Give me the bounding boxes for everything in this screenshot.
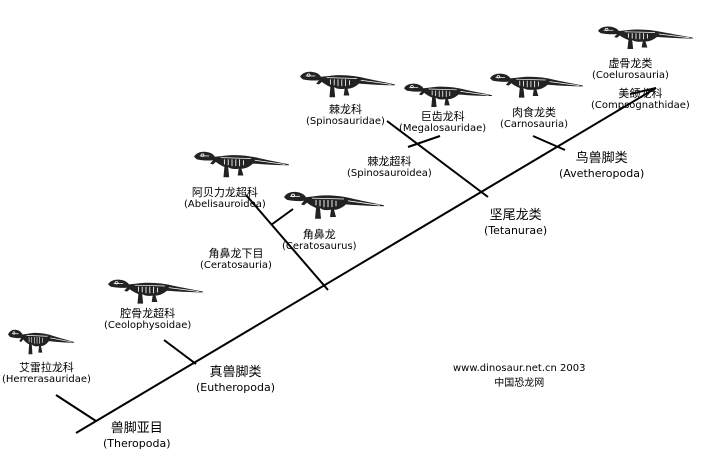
clade-label-theropoda: 兽脚亚目 (Theropoda) — [103, 421, 171, 450]
clade-label-carnosauria: 肉食龙类 (Carnosauria) — [500, 106, 568, 131]
clade-label-avetheropoda: 鸟兽脚类 (Avetheropoda) — [559, 151, 644, 180]
clade-name-latin: (Eutheropoda) — [196, 380, 276, 394]
clade-name-zh: 角鼻龙 — [302, 228, 336, 241]
clade-name-latin: (Megalosauridae) — [399, 123, 487, 135]
clade-name-latin: (Herrerasauridae) — [2, 374, 91, 386]
clade-name-latin: (Carnosauria) — [500, 119, 568, 131]
clade-label-ceratosaurus: 角鼻龙 (Ceratosaurus) — [282, 228, 357, 253]
compsognathus-skeleton-icon — [597, 26, 694, 50]
spinosauroidea-branch — [386, 120, 489, 198]
clade-name-zh: 阿贝力龙超科 — [191, 186, 258, 199]
coelurosauria-branch — [629, 87, 657, 95]
megalosauridae-branch — [407, 135, 441, 148]
ceratosaurus-branch — [270, 208, 294, 226]
megalosaurus-skeleton-icon — [403, 83, 493, 108]
clade-name-zh: 坚尾龙类 — [489, 208, 542, 223]
clade-label-spinosauroidea: 棘龙超科 (Spinosauroidea) — [347, 155, 432, 180]
clade-name-zh: 虚骨龙类 — [608, 57, 653, 70]
clade-name-zh: 肉食龙类 — [512, 106, 556, 119]
clade-label-abelisauroidea: 阿贝力龙超科 (Abelisauroidea) — [184, 186, 266, 211]
clade-name-latin: (Coelurosauria) — [592, 70, 669, 82]
ceratosauria-branch — [245, 194, 329, 291]
clade-name-latin: (Ceratosaurus) — [282, 241, 357, 253]
credit-org: 中国恐龙网 — [494, 378, 545, 389]
clade-name-zh: 角鼻龙下目 — [208, 247, 264, 260]
clade-name-latin: (Abelisauroidea) — [184, 199, 266, 211]
clade-label-coelurosauria: 虚骨龙类 (Coelurosauria) — [592, 57, 669, 82]
clade-label-eutheropoda: 真兽脚类 (Eutheropoda) — [196, 365, 275, 394]
clade-name-zh: 棘龙超科 — [367, 155, 412, 168]
coelophysis-skeleton-icon — [107, 279, 204, 305]
clade-name-zh: 美颌龙科 — [618, 87, 663, 100]
credit-site: www.dinosaur.net.cn 2003 — [453, 363, 586, 374]
clade-name-zh: 腔骨龙超科 — [120, 307, 176, 320]
abelisaur-skeleton-icon — [193, 151, 290, 178]
clade-name-latin: (Ceratosauria) — [200, 260, 272, 272]
clade-name-latin: (Theropoda) — [103, 436, 171, 450]
clade-label-tetanurae: 坚尾龙类 (Tetanurae) — [484, 208, 547, 237]
clade-label-ceratosauria: 角鼻龙下目 (Ceratosauria) — [200, 247, 272, 272]
clade-name-zh: 艾雷拉龙科 — [18, 361, 74, 374]
herrerasauridae-branch — [55, 394, 97, 422]
credit-block: www.dinosaur.net.cn 2003 中国恐龙网 — [453, 361, 585, 391]
clade-name-latin: (Ceolophysoidae) — [104, 320, 192, 332]
allosaurus-skeleton-icon — [489, 73, 584, 99]
clade-name-zh: 鸟兽脚类 — [575, 151, 628, 166]
carnosauria-branch — [532, 135, 566, 151]
clade-label-ceolophysoidae: 腔骨龙超科 (Ceolophysoidae) — [104, 307, 191, 332]
clade-label-herrerasauridae: 艾雷拉龙科 (Herrerasauridae) — [2, 361, 91, 386]
clade-name-latin: (Tetanurae) — [484, 223, 548, 237]
ceolophysoidae-branch — [163, 339, 197, 365]
ceratosaurus-skeleton-icon — [283, 191, 385, 220]
clade-name-zh: 兽脚亚目 — [110, 421, 163, 436]
clade-name-latin: (Spinosauridae) — [306, 116, 385, 128]
clade-name-latin: (Spinosauroidea) — [347, 168, 432, 180]
clade-name-zh: 巨齿龙科 — [420, 110, 465, 123]
spinosaurus-skeleton-icon — [299, 71, 396, 98]
clade-name-zh: 棘龙科 — [328, 103, 362, 116]
herrerasaurus-skeleton-icon — [7, 329, 75, 355]
clade-name-latin: (Compsognathidae) — [591, 100, 690, 112]
clade-label-compsognathidae: 美颌龙科 (Compsognathidae) — [591, 87, 690, 112]
clade-label-spinosauridae: 棘龙科 (Spinosauridae) — [306, 103, 385, 128]
clade-label-megalosauridae: 巨齿龙科 (Megalosauridae) — [399, 110, 486, 135]
clade-name-zh: 真兽脚类 — [209, 365, 262, 380]
clade-name-latin: (Avetheropoda) — [559, 166, 645, 180]
main-spine-branch — [75, 87, 657, 434]
